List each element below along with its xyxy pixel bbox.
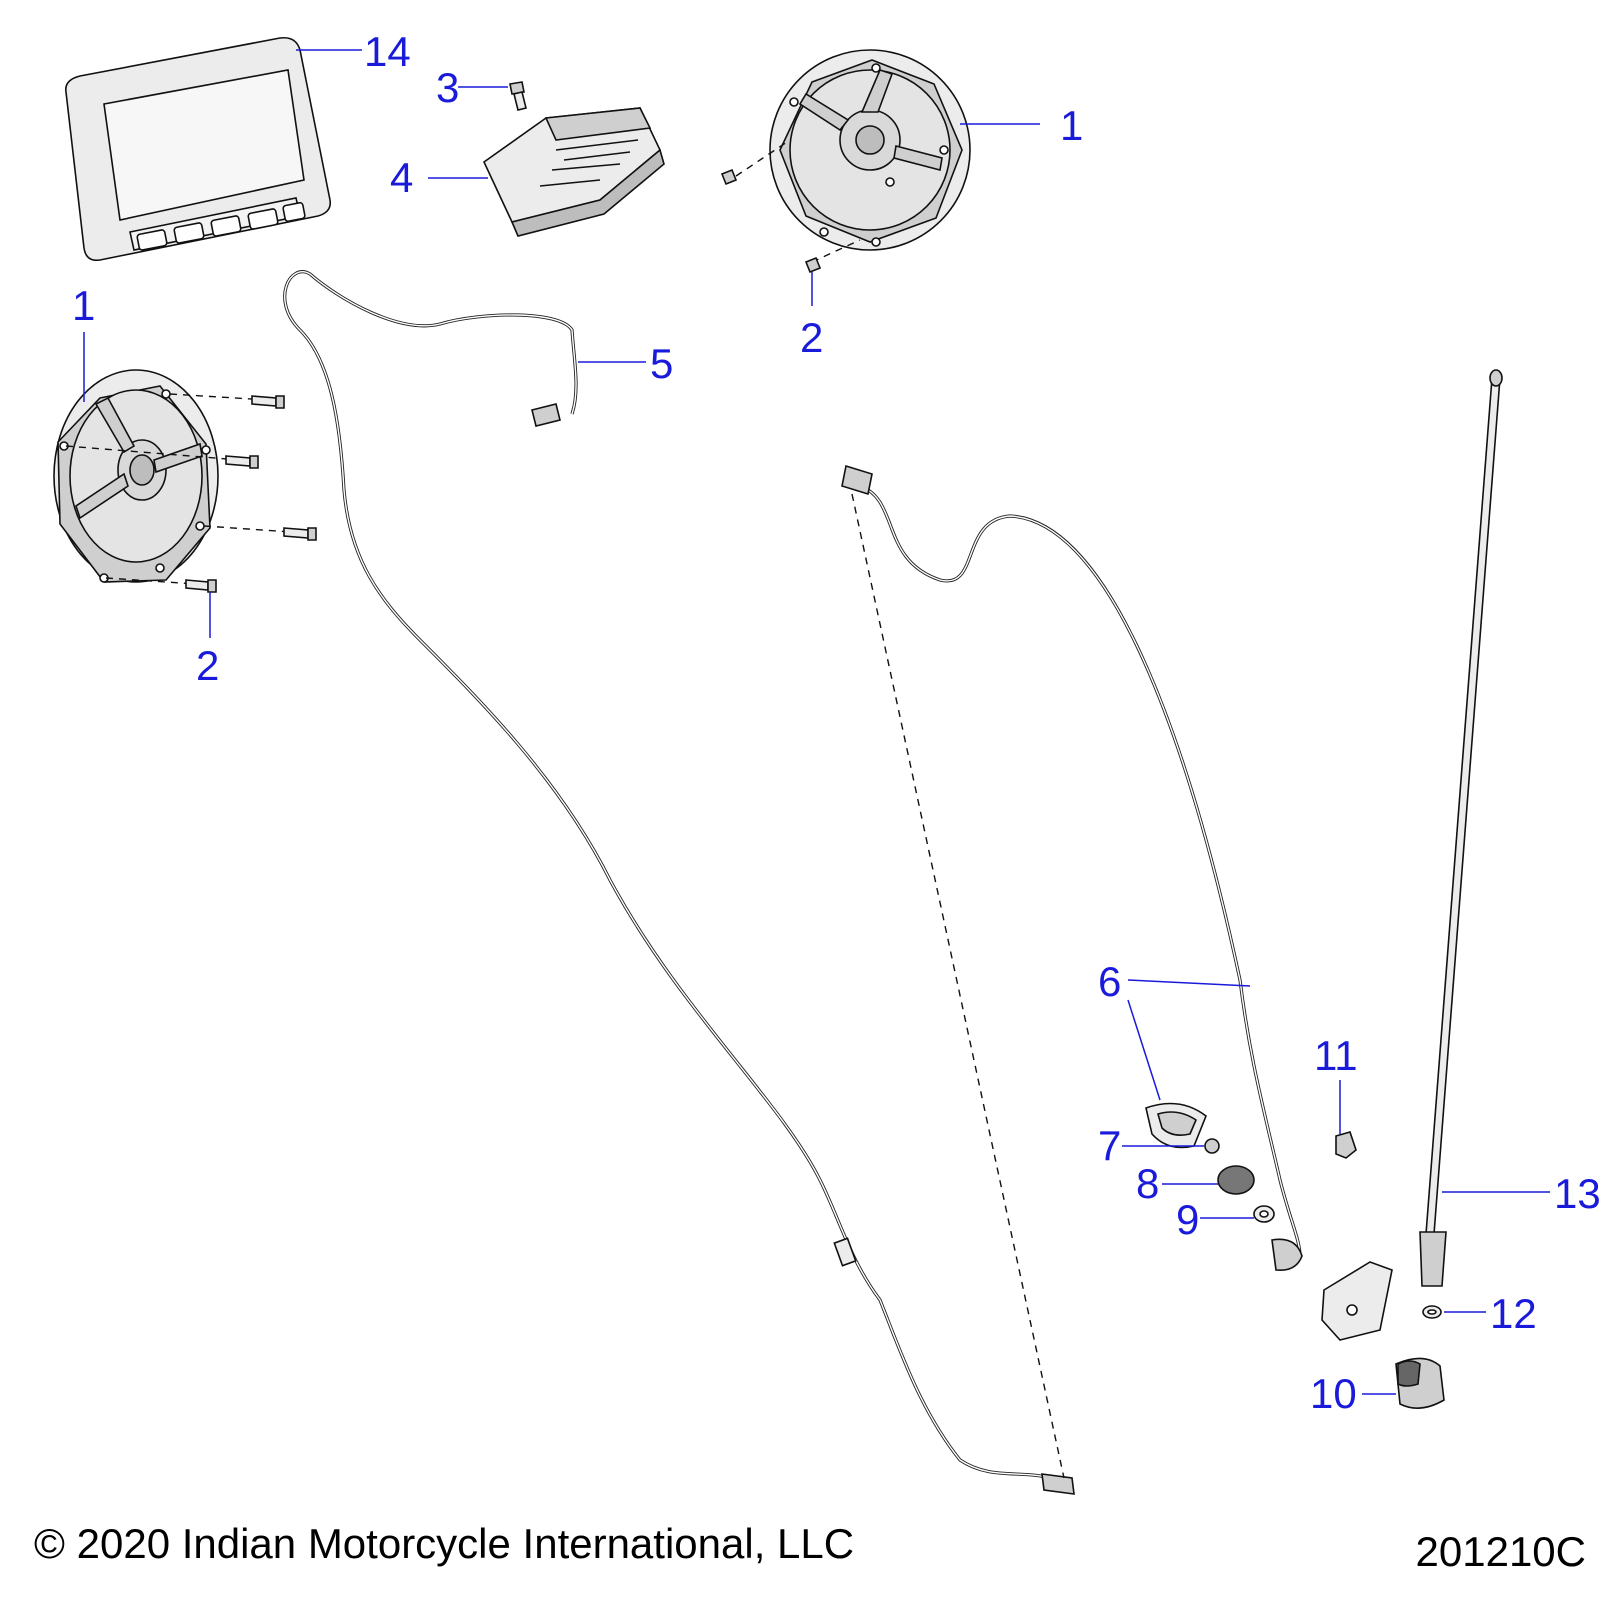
screw-3 — [458, 81, 527, 111]
antenna-base-cover — [1145, 1102, 1207, 1149]
callout-7: 7 — [1098, 1122, 1121, 1169]
display-unit — [64, 36, 362, 262]
callout-14: 14 — [364, 28, 411, 75]
screws-upper-right — [720, 168, 822, 306]
antenna-cable-5 — [283, 270, 1075, 1495]
callout-10: 10 — [1310, 1370, 1357, 1417]
nut-7 — [1122, 1138, 1220, 1154]
callout-2-left: 2 — [196, 642, 219, 689]
callout-1-upper: 1 — [1060, 102, 1083, 149]
callout-5: 5 — [650, 340, 673, 387]
antenna-mast-13 — [1419, 369, 1550, 1287]
antenna-base-10 — [1362, 1357, 1445, 1409]
washer-9 — [1200, 1205, 1275, 1223]
screws-left — [185, 395, 317, 638]
callout-11: 11 — [1314, 1032, 1358, 1079]
washer-12 — [1422, 1305, 1486, 1319]
callout-1-left: 1 — [72, 282, 95, 329]
speaker-left — [53, 332, 293, 585]
callout-2-upper: 2 — [800, 314, 823, 361]
antenna-cable-6 — [841, 464, 1303, 1479]
callout-8: 8 — [1136, 1160, 1159, 1207]
speaker-upper-right — [735, 49, 1040, 263]
callout-3: 3 — [436, 64, 459, 111]
callout-4: 4 — [390, 154, 413, 201]
amplifier-module — [428, 107, 665, 237]
antenna-bracket — [1321, 1261, 1393, 1341]
drawing-number: 201210C — [1415, 1528, 1586, 1575]
callout-12: 12 — [1490, 1290, 1537, 1337]
clip-11 — [1335, 1080, 1357, 1159]
callout-9: 9 — [1176, 1196, 1199, 1243]
callout-6: 6 — [1098, 958, 1121, 1005]
callout-13: 13 — [1554, 1170, 1600, 1217]
copyright-notice: © 2020 Indian Motorcycle International, … — [34, 1520, 855, 1567]
washer-8 — [1162, 1165, 1255, 1195]
